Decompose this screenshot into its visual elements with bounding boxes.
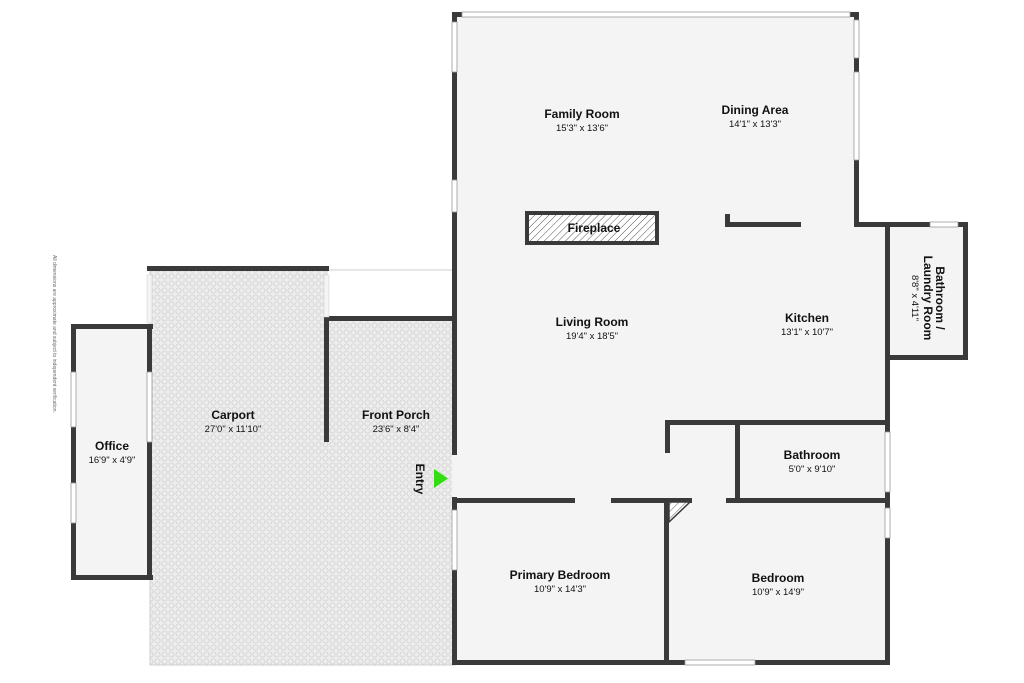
- bathroom-name: Bathroom: [784, 448, 841, 462]
- bedroom-name: Bedroom: [752, 571, 805, 585]
- office-floor: [74, 327, 150, 577]
- window: [451, 509, 458, 571]
- bath-laundry-name-2: Laundry Room: [921, 256, 935, 341]
- wall: [324, 316, 329, 442]
- wall: [452, 660, 890, 665]
- wall: [725, 214, 730, 227]
- window: [70, 371, 77, 428]
- bathroom-dims: 5'0" x 9'10": [789, 464, 836, 475]
- primary-bedroom-name: Primary Bedroom: [510, 568, 611, 582]
- entry-doorway: [452, 455, 457, 497]
- dining-area-name: Dining Area: [722, 103, 789, 117]
- window: [853, 19, 860, 59]
- front-porch-name: Front Porch: [362, 408, 430, 422]
- opening: [323, 274, 330, 318]
- entry-label: Entry: [413, 464, 427, 495]
- fireplace-box: [525, 211, 659, 245]
- windows: [70, 11, 959, 666]
- window: [70, 482, 77, 524]
- living-room-dims: 19'4" x 18'5": [566, 331, 618, 342]
- wall: [854, 222, 968, 227]
- bedroom-floor: [667, 502, 887, 662]
- doorway: [575, 498, 611, 503]
- wall: [324, 316, 455, 321]
- wall: [885, 355, 968, 360]
- dining-area-dims: 14'1" x 13'3": [729, 119, 781, 130]
- kitchen-name: Kitchen: [785, 311, 829, 325]
- closet-wedge: [668, 501, 692, 524]
- carport-floor: [150, 270, 328, 665]
- office-name: Office: [95, 439, 129, 453]
- front-porch-dims: 23'6" x 8'4": [373, 424, 420, 435]
- office-dims: 16'9" x 4'9": [89, 455, 136, 466]
- disclaimer-text: All dimensions are approximate and subje…: [51, 255, 57, 413]
- wall: [963, 222, 968, 360]
- window: [853, 71, 860, 161]
- window: [461, 11, 851, 18]
- doorway: [692, 498, 726, 503]
- entry-marker: Entry: [413, 464, 448, 495]
- floors: [74, 16, 965, 666]
- primary-bedroom-dims: 10'9" x 14'3": [534, 584, 586, 595]
- carport-name: Carport: [211, 408, 254, 422]
- room-labels: Family Room 15'3" x 13'6" Dining Area 14…: [89, 103, 947, 598]
- window: [146, 371, 153, 443]
- wall: [71, 324, 76, 580]
- window: [451, 179, 458, 213]
- window: [451, 21, 458, 73]
- fireplace-label: Fireplace: [568, 221, 621, 235]
- kitchen-dims: 13'1" x 10'7": [781, 327, 833, 338]
- carport-dims: 27'0" x 11'10": [205, 424, 262, 435]
- family-room-name: Family Room: [544, 107, 619, 121]
- window: [884, 507, 891, 539]
- wall: [665, 420, 670, 453]
- wall: [147, 324, 152, 580]
- bathroom-floor: [736, 424, 888, 500]
- wall: [452, 498, 890, 503]
- entry-arrow-icon: [434, 469, 448, 488]
- window: [884, 431, 891, 493]
- bath-laundry-dims: 8'8" x 4'11": [909, 275, 920, 321]
- window: [684, 659, 756, 666]
- bath-laundry-name-1: Bathroom /: [933, 266, 947, 330]
- laundry-floor: [888, 226, 965, 359]
- wall: [71, 324, 153, 329]
- bath-laundry-label: Bathroom / Laundry Room 8'8" x 4'11": [909, 256, 947, 341]
- living-room-name: Living Room: [556, 315, 629, 329]
- primary-bedroom-floor: [455, 502, 667, 662]
- wall: [664, 498, 669, 665]
- wall: [725, 222, 801, 227]
- wall: [147, 266, 329, 271]
- family-room-dims: 15'3" x 13'6": [556, 123, 608, 134]
- porch-floor: [328, 320, 455, 665]
- wall: [735, 420, 740, 502]
- opening: [146, 274, 153, 324]
- wall: [71, 575, 153, 580]
- window: [929, 221, 959, 228]
- bedroom-dims: 10'9" x 14'9": [752, 587, 804, 598]
- wall: [452, 12, 457, 665]
- wall: [665, 420, 890, 425]
